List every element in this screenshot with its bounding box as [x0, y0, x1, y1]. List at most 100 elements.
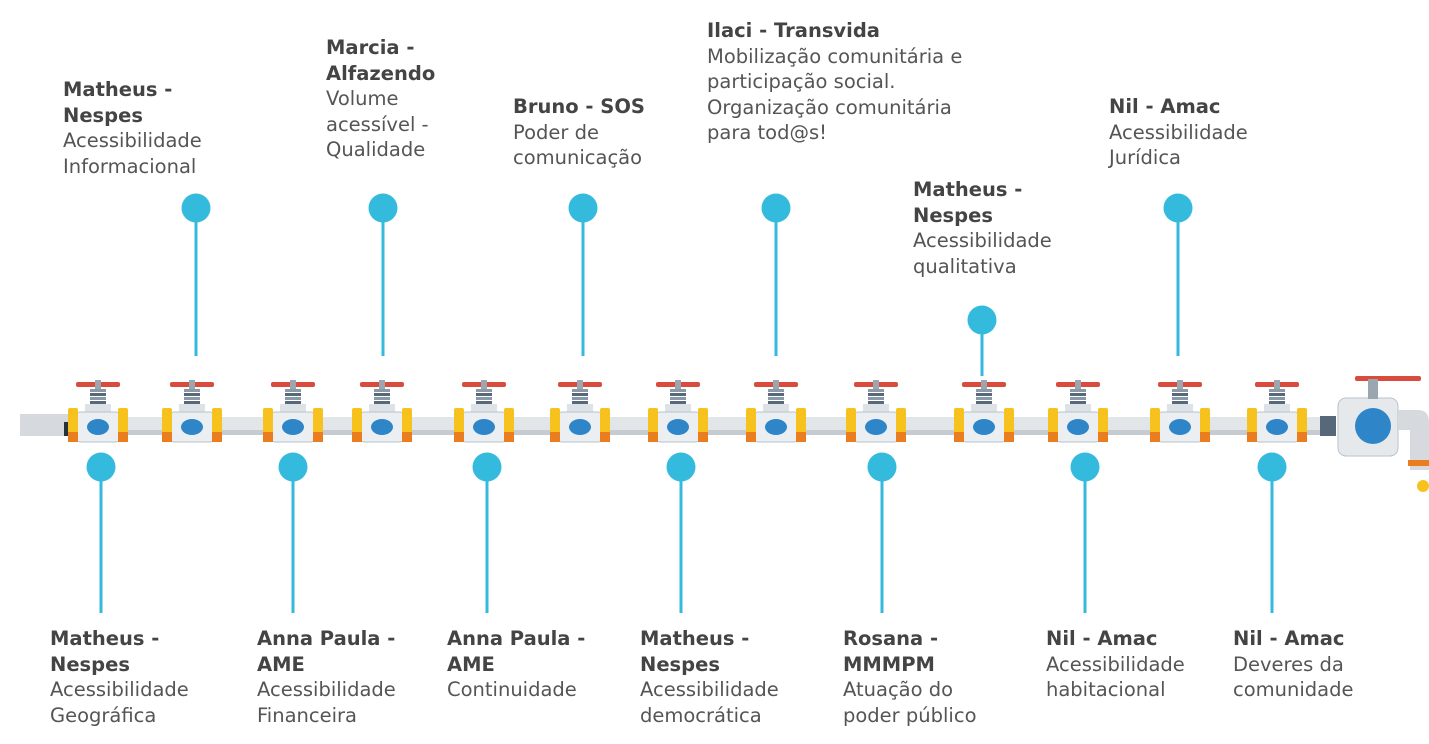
valve-nut-right-shade [698, 432, 708, 442]
top-label-3: Bruno - SOS Poder de comunicação [513, 94, 645, 171]
valve-port [87, 419, 109, 435]
valve-thread [374, 401, 390, 404]
valve-thread [90, 389, 106, 392]
top-label-4-desc: Mobilização comunitária e participação s… [707, 44, 963, 145]
top-connector-dot-5 [967, 305, 997, 335]
valve-thread [374, 393, 390, 396]
valve-13 [1247, 380, 1307, 443]
bottom-label-2-title: Anna Paula - AME [257, 627, 396, 676]
valve-nut-right-shade [402, 432, 412, 442]
valve-thread [184, 401, 200, 404]
top-label-3-title: Bruno - SOS [513, 95, 645, 118]
valve-10 [954, 380, 1014, 443]
valve-thread [768, 401, 784, 404]
top-label-5: Matheus - Nespes Acessibilidade qualitat… [913, 177, 1052, 279]
valve-port [569, 419, 591, 435]
faucet-coupling [1320, 416, 1336, 436]
valve-thread [285, 389, 301, 392]
valve-port [473, 419, 495, 435]
bottom-connector-dot-1 [86, 452, 116, 482]
valve-thread [184, 389, 200, 392]
valve-thread [476, 393, 492, 396]
valve-9 [846, 380, 906, 443]
valve-nut-right-shade [1200, 432, 1210, 442]
valve-thread [1070, 401, 1086, 404]
top-label-5-title: Matheus - Nespes [913, 178, 1023, 227]
valve-thread [670, 393, 686, 396]
valve-thread [868, 393, 884, 396]
valve-stem [1177, 380, 1183, 389]
faucet [1320, 376, 1429, 492]
valve-stem [773, 380, 779, 389]
top-label-5-desc: Acessibilidade qualitativa [913, 229, 1052, 278]
top-connector-dot-4 [761, 193, 791, 223]
faucet-stem [1368, 379, 1378, 399]
valve-thread [1172, 389, 1188, 392]
valve-thread [90, 397, 106, 400]
valve-11 [1048, 380, 1108, 443]
valve-thread [868, 397, 884, 400]
valve-thread [476, 389, 492, 392]
valve-thread [1070, 389, 1086, 392]
top-connector-dot-1 [181, 193, 211, 223]
valve-thread [868, 389, 884, 392]
valve-thread [1172, 401, 1188, 404]
valve-nut-left-shade [648, 432, 658, 442]
top-label-1-title: Matheus - Nespes [63, 78, 173, 127]
valve-thread [1269, 397, 1285, 400]
faucet-port [1355, 408, 1391, 444]
bottom-label-5-desc: Atuação do poder público [843, 678, 977, 727]
top-connector-dot-2 [368, 193, 398, 223]
valve-7 [648, 380, 708, 443]
valve-stem [189, 380, 195, 389]
valve-thread [90, 401, 106, 404]
valve-thread [1172, 397, 1188, 400]
valve-port [282, 419, 304, 435]
valve-thread [868, 401, 884, 404]
valve-port [1067, 419, 1089, 435]
top-label-6: Nil - Amac Acessibilidade Jurídica [1109, 94, 1248, 171]
valve-thread [976, 397, 992, 400]
valve-nut-left-shade [352, 432, 362, 442]
bottom-label-7-desc: Deveres da comunidade [1233, 652, 1354, 702]
top-connector-dot-6 [1163, 193, 1193, 223]
valve-4 [352, 380, 412, 443]
valve-thread [572, 397, 588, 400]
bottom-label-4-title: Matheus - Nespes [640, 627, 750, 676]
valve-thread [572, 389, 588, 392]
valve-thread [476, 397, 492, 400]
top-label-1: Matheus - Nespes Acessibilidade Informac… [63, 77, 202, 179]
valve-thread [374, 389, 390, 392]
valve-thread [1070, 393, 1086, 396]
valve-thread [670, 397, 686, 400]
valve-nut-right-shade [1297, 432, 1307, 442]
top-label-2-desc: Volume acessível - Qualidade [326, 87, 429, 161]
valve-port [865, 419, 887, 435]
valve-stem [95, 380, 101, 389]
valve-nut-left-shade [954, 432, 964, 442]
valve-3 [263, 380, 323, 443]
valve-thread [670, 389, 686, 392]
valve-6 [550, 380, 610, 443]
top-label-2: Marcia - Alfazendo Volume acessível - Qu… [326, 35, 435, 163]
valve-port [1169, 419, 1191, 435]
valve-port [765, 419, 787, 435]
bottom-label-4-desc: Acessibilidade democrática [640, 678, 779, 727]
valve-nut-left-shade [550, 432, 560, 442]
pipe-end-left [20, 414, 70, 436]
valve-port [667, 419, 689, 435]
faucet-ring [1408, 460, 1429, 466]
bottom-connector-dot-6 [1070, 452, 1100, 482]
faucet-handle [1355, 376, 1421, 381]
valve-stem [481, 380, 487, 389]
valve-nut-left-shade [746, 432, 756, 442]
bottom-connector-dot-7 [1257, 452, 1287, 482]
valve-nut-right-shade [1098, 432, 1108, 442]
valve-thread [976, 401, 992, 404]
bottom-label-5-title: Rosana - MMMPM [843, 627, 939, 676]
valve-thread [768, 393, 784, 396]
valve-stem [675, 380, 681, 389]
bottom-label-5: Rosana - MMMPM Atuação do poder público [843, 626, 977, 728]
